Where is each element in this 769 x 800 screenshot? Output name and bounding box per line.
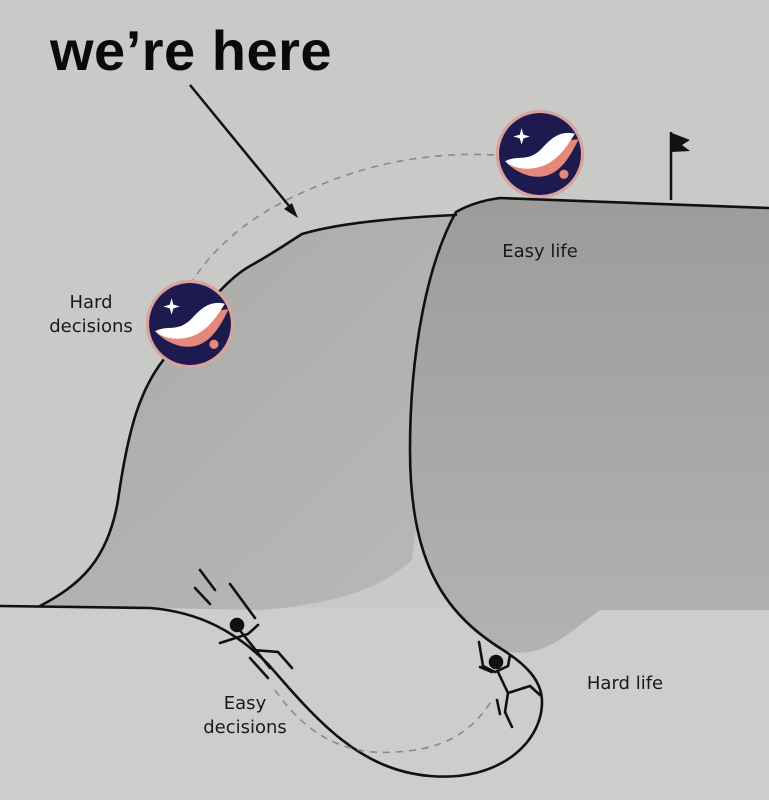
starknet-logo-icon bbox=[145, 279, 235, 369]
starknet-logo-icon bbox=[495, 109, 585, 199]
left-hill bbox=[40, 215, 456, 610]
label-easy-life: Easy life bbox=[502, 241, 578, 262]
sliding-stick-figure bbox=[193, 568, 294, 680]
label-hard-decisions: Hard decisions bbox=[49, 292, 133, 337]
flag-icon bbox=[669, 132, 690, 200]
right-cliff bbox=[410, 198, 769, 653]
lower-ground bbox=[0, 608, 769, 800]
arrow-pointer bbox=[189, 84, 298, 218]
label-easy-decisions: Easy decisions bbox=[203, 693, 287, 738]
title-we-re-here: we’re here bbox=[50, 19, 333, 82]
climbing-stick-figure bbox=[477, 640, 542, 729]
label-hard-life: Hard life bbox=[586, 673, 664, 694]
dashed-trajectory bbox=[189, 153, 496, 754]
